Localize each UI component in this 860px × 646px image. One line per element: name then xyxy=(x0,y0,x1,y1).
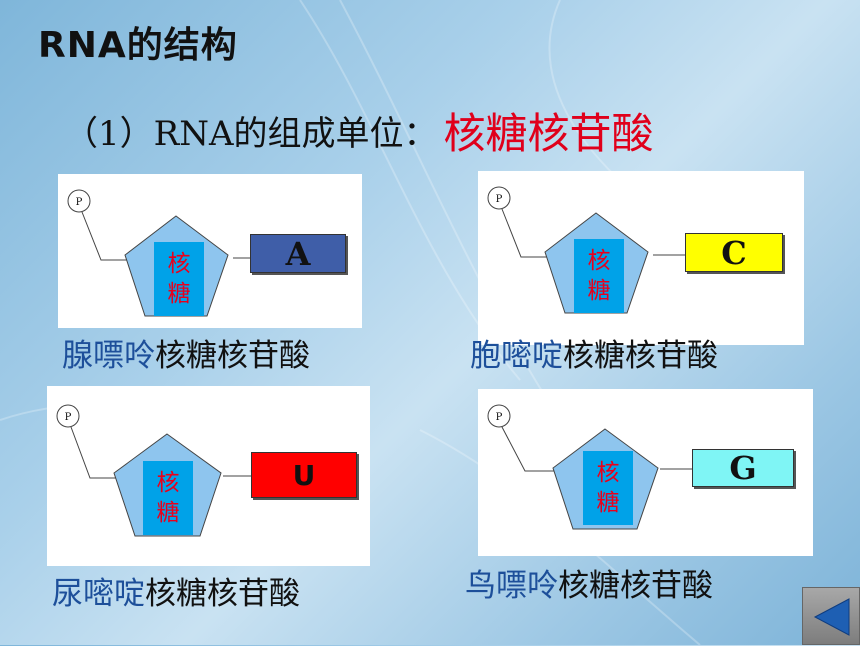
caption-rest: 核糖核苷酸 xyxy=(145,576,300,612)
caption-base-name: 腺嘌呤 xyxy=(62,338,155,374)
nucleotide-panel-guanine: P 核 糖 G xyxy=(478,389,813,556)
sugar-label: 核 xyxy=(587,248,611,274)
caption-base-name: 胞嘧啶 xyxy=(470,338,563,374)
nucleotide-panel-cytosine: P 核 糖 C xyxy=(478,171,804,345)
ribose-box: 核 糖 xyxy=(154,242,204,316)
sugar-label: 糖 xyxy=(587,278,611,304)
phosphate-label: P xyxy=(496,412,503,423)
base-box-cytosine: C xyxy=(685,233,783,272)
caption-rest: 核糖核苷酸 xyxy=(563,338,718,374)
caption-guanine: 鸟嘌呤核糖核苷酸 xyxy=(465,560,713,605)
left-triangle-icon xyxy=(813,598,850,636)
sugar-label: 糖 xyxy=(167,281,191,307)
base-box-adenine: A xyxy=(250,234,346,273)
nucleotide-panel-uracil: P 核 糖 U xyxy=(47,386,370,566)
phosphate-label: P xyxy=(65,412,72,423)
caption-cytosine: 胞嘧啶核糖核苷酸 xyxy=(470,330,718,375)
ribose-box: 核 糖 xyxy=(574,239,624,313)
phosphate-icon xyxy=(67,189,91,213)
sugar-label: 糖 xyxy=(156,500,180,526)
ribose-box: 核 糖 xyxy=(143,461,193,535)
phosphate-icon xyxy=(487,404,511,428)
caption-rest: 核糖核苷酸 xyxy=(155,338,310,374)
phosphate-icon xyxy=(487,186,511,210)
sugar-label: 核 xyxy=(167,251,191,277)
phosphate-icon xyxy=(56,404,80,428)
ribose-box: 核 糖 xyxy=(583,451,633,525)
caption-base-name: 鸟嘌呤 xyxy=(465,568,558,604)
caption-base-name: 尿嘧啶 xyxy=(52,576,145,612)
slide-title: RNA的结构 xyxy=(38,25,238,66)
phosphate-label: P xyxy=(76,197,83,208)
caption-uracil: 尿嘧啶核糖核苷酸 xyxy=(52,568,300,613)
nucleotide-panel-adenine: P 核 糖 A xyxy=(58,174,362,328)
base-box-guanine: G xyxy=(692,449,794,487)
sugar-label: 核 xyxy=(156,470,180,496)
sugar-label: 核 xyxy=(596,460,620,486)
sugar-label: 糖 xyxy=(596,490,620,516)
caption-rest: 核糖核苷酸 xyxy=(558,568,713,604)
previous-slide-button[interactable] xyxy=(802,587,860,645)
base-box-uracil: U xyxy=(251,452,357,498)
caption-adenine: 腺嘌呤核糖核苷酸 xyxy=(62,330,310,375)
subtitle-prefix: （1）RNA的组成单位： xyxy=(64,114,438,154)
subtitle: （1）RNA的组成单位：核糖核苷酸 xyxy=(64,100,654,161)
phosphate-label: P xyxy=(496,194,503,205)
subtitle-highlight: 核糖核苷酸 xyxy=(443,109,654,158)
